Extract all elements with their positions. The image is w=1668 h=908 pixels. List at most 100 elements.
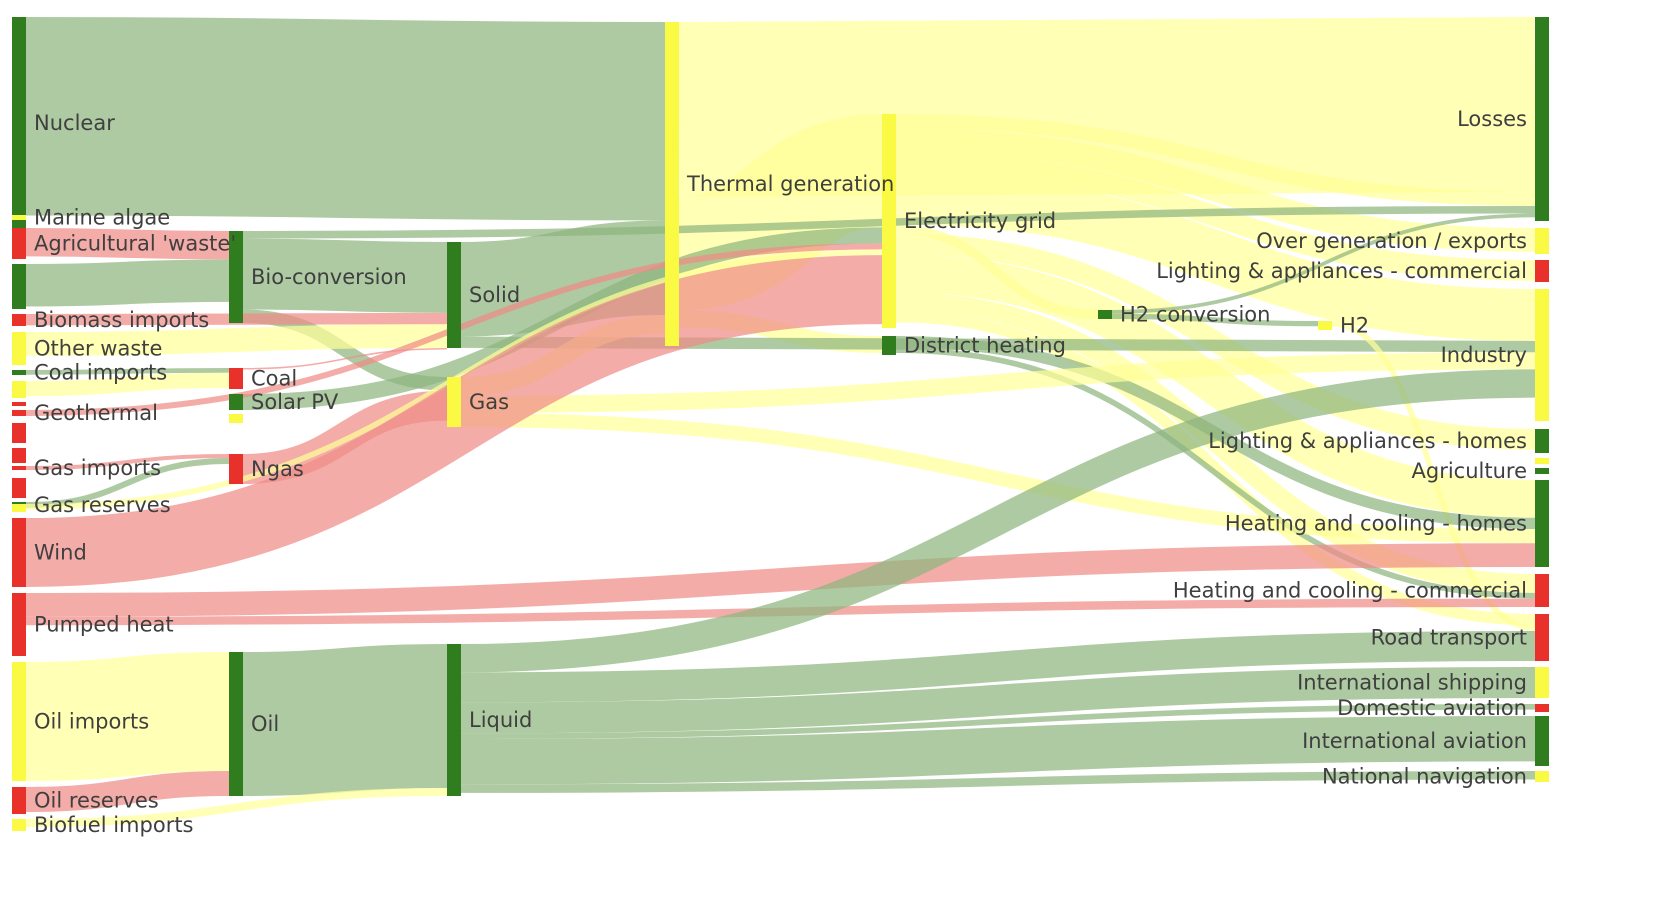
label-coal_imports: Coal imports xyxy=(34,361,167,385)
link-oil-to-liquid[interactable] xyxy=(242,644,448,796)
link-electricity_grid-to-losses[interactable] xyxy=(895,114,1536,207)
label-nuclear: Nuclear xyxy=(34,111,115,135)
label-over_generation: Over generation / exports xyxy=(1256,229,1527,253)
label-pumped_heat: Pumped heat xyxy=(34,613,174,637)
label-geothermal: Geothermal xyxy=(34,401,158,425)
node-liquid[interactable] xyxy=(447,644,461,796)
node-industry[interactable] xyxy=(1535,289,1549,421)
node-heating_commercial[interactable] xyxy=(1535,574,1549,607)
label-thermal_generation: Thermal generation xyxy=(686,172,894,196)
link-gas-to-industry[interactable] xyxy=(460,352,1536,413)
node-losses[interactable] xyxy=(1535,17,1549,221)
link-other_waste-to-solid[interactable] xyxy=(25,324,448,356)
node-solar_pv[interactable] xyxy=(229,394,243,410)
link-h2_conversion-to-losses[interactable] xyxy=(1111,213,1536,314)
node-ngas[interactable] xyxy=(229,454,243,484)
node-road_transport[interactable] xyxy=(1535,614,1549,661)
label-lighting_commercial: Lighting & appliances - commercial xyxy=(1156,259,1527,283)
node-lighting_commercial[interactable] xyxy=(1535,260,1549,282)
link-h2-to-road_transport[interactable] xyxy=(1331,321,1536,632)
node-national_navigation[interactable] xyxy=(1535,771,1549,782)
node-geo_c[interactable] xyxy=(12,423,26,443)
node-lighting_homes[interactable] xyxy=(1535,429,1549,453)
node-international_shipping[interactable] xyxy=(1535,667,1549,698)
link-coal_imports-to-coal[interactable] xyxy=(25,367,230,375)
link-gas-to-heating_homes[interactable] xyxy=(460,412,1536,544)
link-coal_reserves-to-coal[interactable] xyxy=(25,372,230,397)
link-gas_reserves-to-ngas[interactable] xyxy=(25,458,230,508)
link-oil_reserves-to-oil[interactable] xyxy=(25,771,230,812)
link-bio_conversion-to-solid[interactable] xyxy=(242,238,448,313)
node-marine_algae[interactable] xyxy=(12,215,26,220)
label-electricity_grid: Electricity grid xyxy=(904,209,1056,233)
link-nuclear-to-thermal_generation[interactable] xyxy=(25,17,666,221)
node-oil_reserves[interactable] xyxy=(12,787,26,814)
label-industry: Industry xyxy=(1441,343,1527,367)
node-international_aviation[interactable] xyxy=(1535,716,1549,766)
link-gas_imports-to-ngas[interactable] xyxy=(25,454,230,470)
link-other_bio-to-bio_conversion[interactable] xyxy=(25,259,230,307)
node-geo_a[interactable] xyxy=(12,402,26,406)
link-district_heating-to-heating_commercial[interactable] xyxy=(895,347,1536,599)
link-liquid-to-domestic_aviation[interactable] xyxy=(460,704,1536,740)
node-gi_b[interactable] xyxy=(12,478,26,498)
label-international_shipping: International shipping xyxy=(1297,671,1527,695)
node-oil_imports[interactable] xyxy=(12,662,26,781)
node-agriculture[interactable] xyxy=(1535,468,1549,474)
link-liquid-to-international_shipping[interactable] xyxy=(460,667,1536,734)
link-liquid-to-road_transport[interactable] xyxy=(460,631,1536,703)
node-h2_conversion[interactable] xyxy=(1098,310,1112,319)
link-coal-to-solid[interactable] xyxy=(242,348,448,370)
link-h2_conversion-to-h2[interactable] xyxy=(1111,313,1319,327)
node-nuclear[interactable] xyxy=(12,17,26,229)
node-other_waste[interactable] xyxy=(12,332,26,365)
link-pumped_heat-to-heating_homes[interactable] xyxy=(25,543,1536,617)
node-wind[interactable] xyxy=(12,518,26,587)
node-bio_conversion[interactable] xyxy=(229,231,243,323)
node-gas[interactable] xyxy=(447,377,461,427)
node-thermal_generation[interactable] xyxy=(665,22,679,346)
link-electricity_grid-to-lighting_commercial[interactable] xyxy=(895,151,1536,281)
label-h2: H2 xyxy=(1340,314,1369,338)
node-geothermal[interactable] xyxy=(12,410,26,416)
node-hydro[interactable] xyxy=(12,504,26,512)
link-thermal_generation-to-losses[interactable] xyxy=(678,16,1536,197)
label-bio_conversion: Bio-conversion xyxy=(251,265,407,289)
node-agri_waste[interactable] xyxy=(12,228,26,259)
link-oil_imports-to-oil[interactable] xyxy=(25,652,230,781)
label-gas_imports: Gas imports xyxy=(34,456,161,480)
node-domestic_aviation[interactable] xyxy=(1535,704,1549,712)
node-coal_reserves[interactable] xyxy=(12,381,26,398)
link-liquid-to-international_aviation[interactable] xyxy=(460,716,1536,785)
node-district_heating[interactable] xyxy=(882,336,896,355)
link-electricity_grid-to-over_generation[interactable] xyxy=(895,128,1536,252)
node-biomass_imports[interactable] xyxy=(12,314,26,326)
node-oil[interactable] xyxy=(229,652,243,796)
node-other_bio[interactable] xyxy=(12,264,26,309)
node-electricity_grid[interactable] xyxy=(882,114,896,328)
label-liquid: Liquid xyxy=(469,708,532,732)
node-h2[interactable] xyxy=(1318,321,1332,330)
link-liquid-to-industry[interactable] xyxy=(460,369,1536,673)
label-international_aviation: International aviation xyxy=(1302,729,1527,753)
link-agri_waste-to-bio_conversion[interactable] xyxy=(25,228,230,260)
node-over_generation[interactable] xyxy=(1535,228,1549,254)
link-electricity_grid-to-heating_homes[interactable] xyxy=(895,254,1536,518)
link-liquid-to-national_navigation[interactable] xyxy=(460,771,1536,793)
node-pumped_heat[interactable] xyxy=(12,593,26,656)
node-agri_small[interactable] xyxy=(1535,458,1549,464)
link-biofuel_imports-to-liquid[interactable] xyxy=(25,788,448,827)
node-coal_imports[interactable] xyxy=(12,370,26,375)
node-coal[interactable] xyxy=(229,368,243,389)
label-agri_waste: Agricultural 'waste' xyxy=(34,232,236,256)
label-ngas: Ngas xyxy=(251,457,304,481)
link-electricity_grid-to-industry[interactable] xyxy=(895,172,1536,341)
node-spv_small[interactable] xyxy=(229,414,243,423)
node-heating_homes[interactable] xyxy=(1535,480,1549,567)
node-biofuel_imports[interactable] xyxy=(12,819,26,831)
node-solar[interactable] xyxy=(12,448,26,463)
label-agriculture: Agriculture xyxy=(1412,459,1528,483)
node-gas_imports[interactable] xyxy=(12,466,26,470)
node-solid[interactable] xyxy=(447,242,461,348)
